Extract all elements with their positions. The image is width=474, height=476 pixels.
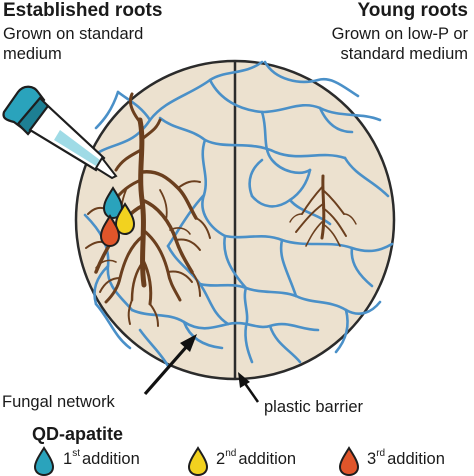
legend-item-suffix: st [72,448,80,459]
pipette-tip [94,156,118,180]
droplet-3-icon [99,214,121,248]
legend-droplet-2-icon [187,446,209,476]
legend-item-ordinal: 1 [63,450,73,468]
young-roots-subtitle: Grown on low-P or standard medium [331,25,468,63]
young-root-system [289,174,357,247]
pipette-collar [16,96,52,136]
fungal-network-arrow [143,334,197,396]
legend-item-text: addition [81,450,140,468]
legend-item-text: addition [387,450,445,468]
established-roots-subtitle: Grown on standard medium [3,25,144,63]
pipette-bulb [2,85,46,130]
droplet-1-icon [102,186,124,220]
legend-item-text: addition [238,450,297,468]
legend-item-suffix: nd [225,448,237,459]
plastic-barrier-label: plastic barrier [264,398,364,416]
plastic-barrier-arrow [238,372,260,403]
legend-droplet-3-icon [338,446,360,476]
young-roots-title: Young roots [357,0,468,21]
legend-item-ordinal: 2 [216,450,226,468]
fungal-network-label: Fungal network [2,393,115,411]
droplet-2-icon [114,202,136,236]
established-root-system [85,92,211,327]
legend-item-ordinal: 3 [367,450,377,468]
legend-item-suffix: rd [376,448,386,459]
pipette-icon [2,85,118,180]
fungal-network [83,60,394,368]
legend-title: QD-apatite [32,424,124,444]
legend-droplet-1-icon [33,446,55,476]
established-roots-title: Established roots [3,0,163,21]
